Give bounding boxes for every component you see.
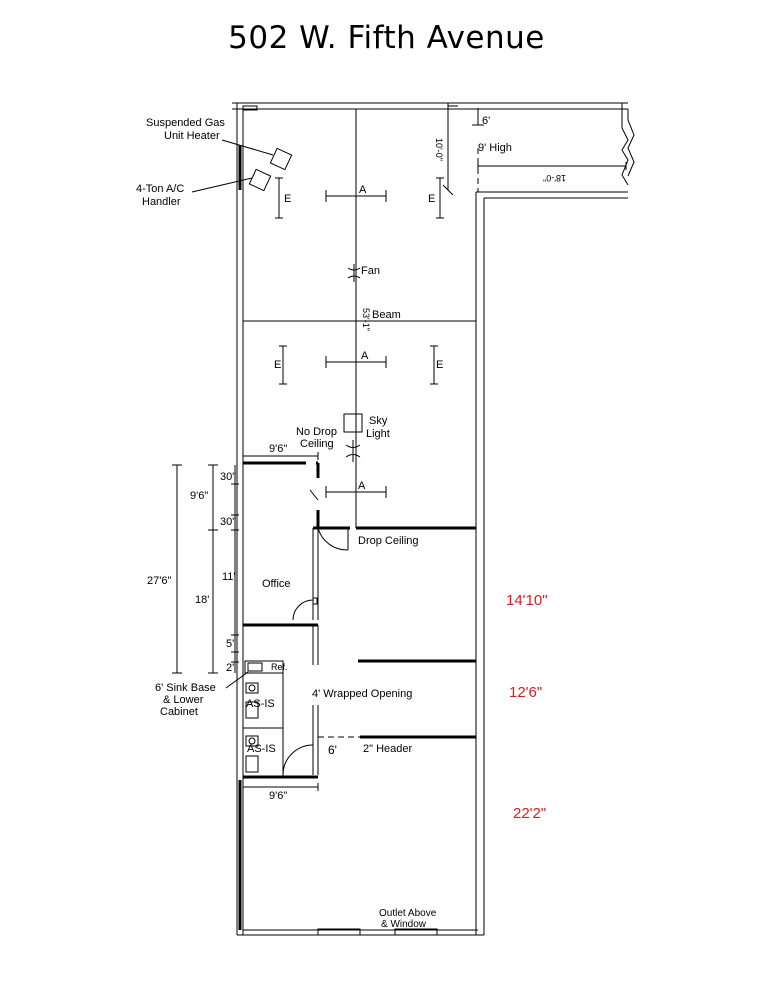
- gas-heater-label: Suspended Gas: [146, 117, 225, 129]
- skylight-label-2: Light: [366, 428, 390, 440]
- light-e-label: E: [274, 359, 281, 371]
- fan-label: Fan: [361, 265, 380, 277]
- dim-30-label: 30": [220, 471, 236, 483]
- dim-27-6-label: 27'6": [147, 575, 171, 587]
- page-title: 502 W. Fifth Avenue: [228, 20, 545, 56]
- ac-handler-label: 4-Ton A/C: [136, 183, 184, 195]
- room-depth-label-3: 22'2": [513, 805, 546, 822]
- light-e-label: E: [284, 193, 291, 205]
- skylight-icon: [343, 413, 363, 433]
- fan-icon: [345, 440, 361, 462]
- bumpout-depth-label: 10'-0": [434, 138, 444, 161]
- wrapped-opening-label: 4' Wrapped Opening: [312, 688, 412, 700]
- restroom-width-label: 9'6": [269, 790, 287, 802]
- nine-high-label: 9' High: [478, 142, 512, 154]
- light-a-label: A: [358, 480, 366, 492]
- light-a-label: A: [361, 350, 369, 362]
- office-walls: [243, 461, 476, 779]
- restroom-fixtures: [225, 660, 284, 773]
- restroom-label: AS-IS: [246, 698, 275, 710]
- dim-30-label-2: 30": [220, 516, 236, 528]
- ref-label: Ref.: [271, 662, 288, 672]
- ac-handler-label-2: Handler: [142, 196, 181, 208]
- drop-ceiling-label: Drop Ceiling: [358, 535, 419, 547]
- light-a-label: A: [359, 184, 367, 196]
- light-e-label: E: [428, 193, 435, 205]
- no-drop-ceiling-label: No Drop: [296, 426, 337, 438]
- light-fixtures: [275, 177, 444, 498]
- bumpout-width-label: 6': [482, 115, 490, 127]
- dimension-lines: [172, 452, 319, 791]
- dim-9-6-label: 9'6": [190, 490, 208, 502]
- no-drop-ceiling-label-2: Ceiling: [300, 438, 334, 450]
- bumpout-dims: [442, 103, 627, 196]
- skylight-label: Sky: [369, 415, 388, 427]
- office-width-label: 9'6": [269, 443, 287, 455]
- hvac-units: [191, 139, 293, 193]
- header-label: 2" Header: [363, 743, 412, 755]
- office-label: Office: [262, 578, 291, 590]
- outlet-label-2: & Window: [381, 919, 427, 930]
- sink-label: 6' Sink Base: [155, 682, 216, 694]
- length-label: 53'-1": [361, 308, 371, 331]
- beam-label: Beam: [372, 309, 401, 321]
- gas-heater-label-2: Unit Heater: [164, 130, 220, 142]
- fan-icon: [347, 264, 361, 282]
- outlet-label: Outlet Above: [379, 908, 437, 919]
- dim-11-label: 11': [222, 571, 236, 583]
- room-depth-label-2: 12'6": [509, 684, 542, 701]
- dim-18-label: 18': [195, 594, 209, 606]
- exterior-walls: [232, 102, 635, 936]
- light-e-label: E: [436, 359, 443, 371]
- sink-label-2: & Lower: [163, 694, 204, 706]
- dim-2-label: 2': [226, 662, 234, 674]
- dim-5-label: 5': [226, 638, 234, 650]
- room-depth-label: 14'10": [506, 592, 548, 609]
- sink-label-3: Cabinet: [160, 706, 198, 718]
- header-width-label: 6': [328, 743, 337, 757]
- bumpout-length-label: 18'-0": [543, 173, 566, 183]
- restroom-label-2: AS-IS: [247, 743, 276, 755]
